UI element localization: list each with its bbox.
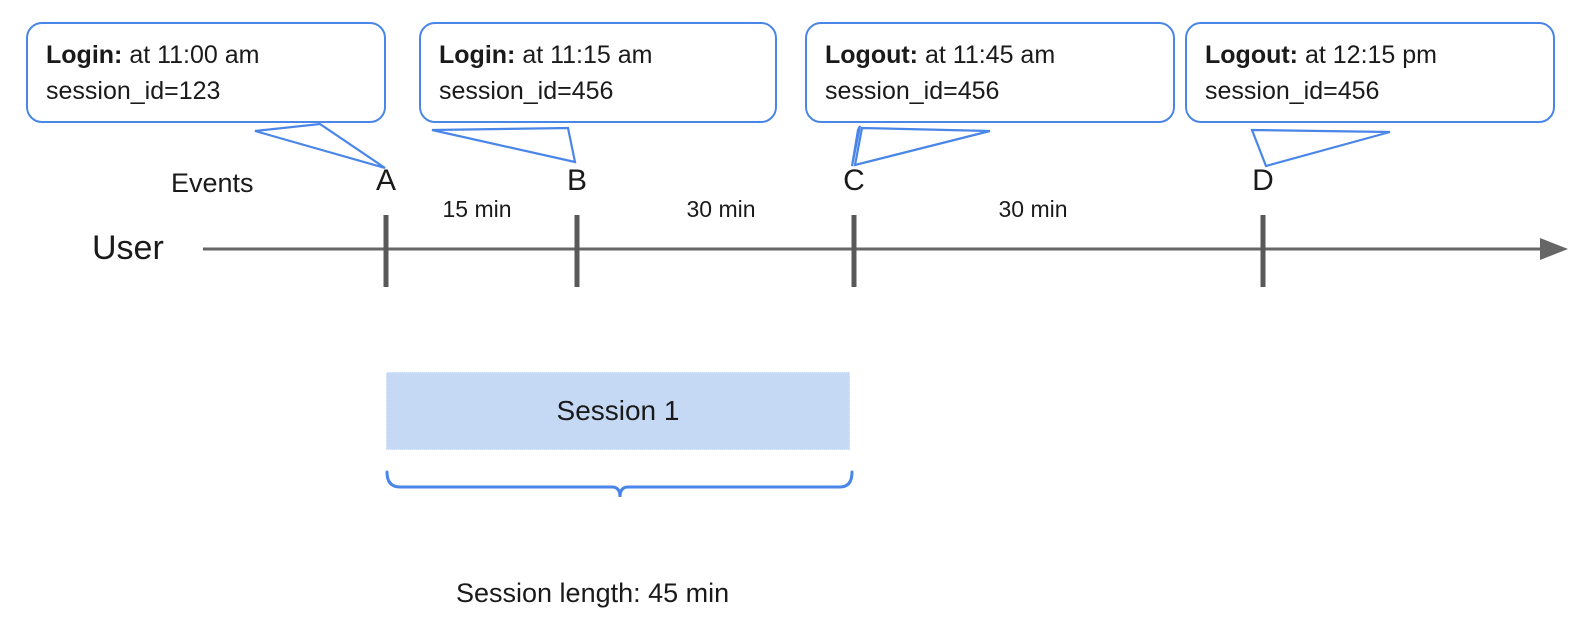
- callout-d-session-id: session_id=456: [1205, 76, 1380, 105]
- event-marker-label-b: B: [566, 164, 587, 197]
- callout-b-time: at 11:15 am: [522, 41, 653, 69]
- interval-label-a-b: 15 min: [442, 196, 512, 222]
- callout-a-time: at 11:00 am: [129, 41, 260, 69]
- callout-tail-d-icon: [1250, 128, 1391, 168]
- event-callout-a: Login: at 11:00 am session_id=123: [26, 22, 386, 123]
- session-brace-icon: [385, 470, 854, 498]
- event-marker-label-d: D: [1252, 164, 1274, 197]
- callout-c-time: at 11:45 am: [924, 41, 1056, 69]
- row-label-events: Events: [171, 168, 254, 198]
- timeline-arrow-icon: [1540, 238, 1568, 260]
- row-label-user: User: [92, 229, 164, 267]
- callout-d-time: at 12:15 pm: [1304, 41, 1437, 69]
- callout-tail-b-icon: [431, 126, 577, 164]
- callout-b-event-type: Login:: [439, 41, 516, 69]
- callout-d-event-type: Logout:: [1205, 41, 1299, 69]
- event-callout-b: Login: at 11:15 am session_id=456: [419, 22, 777, 123]
- session-bar-1: Session 1: [386, 372, 850, 450]
- event-marker-label-c: C: [843, 164, 865, 197]
- callout-tail-a-icon: [254, 122, 386, 170]
- session-bar-label: Session 1: [556, 395, 680, 426]
- callout-tail-c-wedge-icon: [853, 126, 991, 167]
- callout-a-session-id: session_id=123: [46, 76, 221, 105]
- event-marker-label-a: A: [375, 164, 396, 197]
- event-callout-d: Logout: at 12:15 pm session_id=456: [1185, 22, 1555, 123]
- event-callout-c: Logout: at 11:45 am session_id=456: [805, 22, 1175, 123]
- callout-c-session-id: session_id=456: [825, 76, 1000, 105]
- session-length-label: Session length: 45 min: [456, 578, 730, 608]
- callout-c-event-type: Logout:: [825, 41, 919, 69]
- interval-label-c-d: 30 min: [998, 196, 1068, 222]
- callout-a-event-type: Login:: [46, 41, 123, 69]
- interval-label-b-c: 30 min: [686, 196, 756, 222]
- callout-b-session-id: session_id=456: [439, 76, 614, 105]
- callout-tail-c-icon: [850, 125, 862, 167]
